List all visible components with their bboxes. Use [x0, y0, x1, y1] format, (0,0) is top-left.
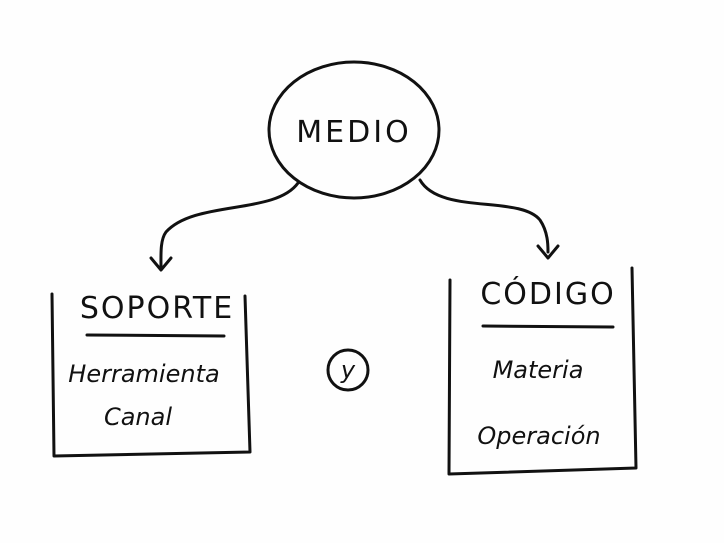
- left-box-item-2: Canal: [104, 403, 172, 431]
- connector-circle: [326, 348, 370, 392]
- center-node-label: MEDIO: [296, 115, 411, 150]
- right-box-underline: [481, 324, 615, 329]
- arrow-to-left-box: [159, 181, 300, 270]
- right-box-heading: CÓDIGO: [480, 275, 615, 312]
- right-box-item-2: Operación: [477, 422, 600, 450]
- left-box-heading: SOPORTE: [80, 291, 234, 326]
- center-node-circle: [267, 60, 441, 200]
- arrow-head-right: [536, 244, 560, 260]
- left-box-underline: [85, 333, 226, 338]
- left-box-frame: [50, 292, 252, 458]
- connector-label: y: [340, 356, 356, 384]
- right-box-item-1: Materia: [493, 356, 584, 384]
- right-box-frame: [447, 266, 638, 476]
- arrow-head-left: [149, 256, 173, 272]
- arrow-to-right-box: [418, 178, 550, 254]
- left-box-item-1: Herramienta: [68, 360, 219, 388]
